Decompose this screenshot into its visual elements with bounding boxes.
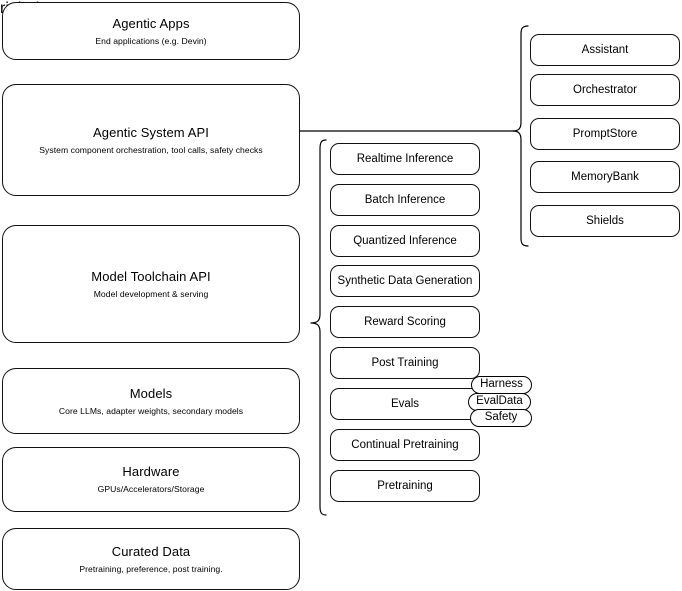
capability-label: Reward Scoring bbox=[364, 316, 446, 328]
evals-chip-label: Harness bbox=[480, 378, 523, 391]
capability-label: Batch Inference bbox=[364, 194, 446, 206]
system-component-label: Assistant bbox=[581, 44, 629, 56]
layer-title: Curated Data bbox=[111, 543, 191, 559]
evals-chip-safety[interactable]: Safety bbox=[470, 409, 532, 427]
layer-subtitle: Core LLMs, adapter weights, secondary mo… bbox=[58, 405, 244, 416]
system-component-label: PromptStore bbox=[572, 128, 638, 140]
layer-card-agentic-apps[interactable]: Agentic Apps End applications (e.g. Devi… bbox=[2, 2, 300, 60]
capability-label: Evals bbox=[390, 398, 420, 410]
capability-post-training[interactable]: Post Training bbox=[330, 347, 480, 379]
layer-title: Models bbox=[129, 385, 173, 401]
capability-realtime-inference[interactable]: Realtime Inference bbox=[330, 143, 480, 175]
system-component-label: MemoryBank bbox=[571, 171, 639, 183]
system-component-memorybank[interactable]: MemoryBank bbox=[530, 161, 680, 193]
layer-title: Model Toolchain API bbox=[91, 268, 211, 284]
system-component-shields[interactable]: Shields bbox=[530, 205, 680, 237]
layer-subtitle: System component orchestration, tool cal… bbox=[39, 144, 263, 155]
brace-toolchain-capabilities bbox=[310, 139, 327, 516]
capability-label: Pretraining bbox=[377, 480, 433, 492]
capability-pretraining[interactable]: Pretraining bbox=[330, 470, 480, 502]
capability-reward-scoring[interactable]: Reward Scoring bbox=[330, 306, 480, 338]
capability-label: Realtime Inference bbox=[356, 153, 454, 165]
layer-subtitle: Model development & serving bbox=[93, 288, 209, 299]
layer-title: Hardware bbox=[122, 464, 180, 479]
layer-card-curated-data[interactable]: Curated Data Pretraining, preference, po… bbox=[2, 528, 300, 590]
connector-system-api-to-components bbox=[299, 130, 515, 132]
evals-chip-label: EvalData bbox=[476, 395, 523, 408]
capability-batch-inference[interactable]: Batch Inference bbox=[330, 184, 480, 216]
system-component-promptstore[interactable]: PromptStore bbox=[530, 118, 680, 150]
layer-card-hardware[interactable]: Hardware GPUs/Accelerators/Storage bbox=[2, 447, 300, 512]
layer-card-agentic-system-api[interactable]: Agentic System API System component orch… bbox=[2, 84, 300, 196]
capability-label: Quantized Inference bbox=[353, 235, 457, 247]
capability-quantized-inference[interactable]: Quantized Inference bbox=[330, 225, 480, 257]
system-component-assistant[interactable]: Assistant bbox=[530, 34, 680, 66]
system-component-label: Shields bbox=[586, 215, 624, 227]
layer-subtitle: GPUs/Accelerators/Storage bbox=[97, 484, 205, 494]
brace-system-components bbox=[512, 25, 529, 247]
layer-title: Agentic Apps bbox=[112, 15, 190, 31]
evals-chip-label: Safety bbox=[484, 411, 518, 424]
system-component-orchestrator[interactable]: Orchestrator bbox=[530, 74, 680, 106]
layer-card-models[interactable]: Models Core LLMs, adapter weights, secon… bbox=[2, 368, 300, 434]
layer-title: Agentic System API bbox=[93, 124, 209, 140]
layer-subtitle: End applications (e.g. Devin) bbox=[95, 35, 207, 46]
capability-evals[interactable]: Evals bbox=[330, 388, 480, 420]
capability-label: Continual Pretraining bbox=[351, 439, 459, 451]
capability-label: Post Training bbox=[371, 357, 439, 369]
layer-subtitle: Pretraining, preference, post training. bbox=[79, 563, 223, 574]
capability-continual-pretraining[interactable]: Continual Pretraining bbox=[330, 429, 480, 461]
layer-card-model-toolchain-api[interactable]: Model Toolchain API Model development & … bbox=[2, 225, 300, 343]
capability-synthetic-data-generation[interactable]: Synthetic Data Generation bbox=[330, 265, 480, 297]
evals-chip-harness[interactable]: Harness bbox=[471, 376, 532, 394]
system-component-label: Orchestrator bbox=[573, 84, 637, 96]
capability-label: Synthetic Data Generation bbox=[337, 275, 473, 287]
